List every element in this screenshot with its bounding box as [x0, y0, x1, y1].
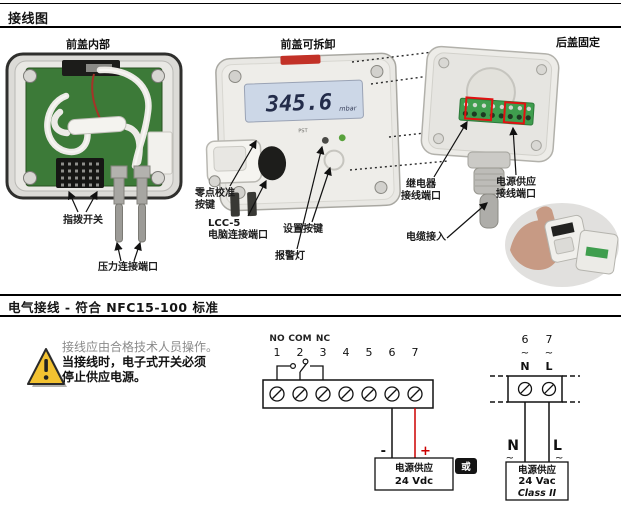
power-led	[338, 134, 346, 142]
rule-under-title2	[0, 315, 621, 317]
photo-back-cover	[420, 45, 560, 163]
plus-sign: +	[420, 444, 431, 459]
svg-text:3: 3	[320, 346, 327, 359]
ac-supply-voltage: 24 Vac	[518, 476, 555, 487]
top-border	[0, 3, 621, 4]
section-title-electrical: 电气接线 - 符合 NFC15-100 标准	[8, 300, 219, 315]
ac-terminal-6: 6	[522, 333, 529, 346]
corner-screws	[23, 69, 165, 185]
ac-terminal-7: 7	[546, 333, 553, 346]
svg-text:或: 或	[461, 461, 471, 473]
relay-nc-label: NC	[316, 334, 331, 344]
neutral-label-small: N	[520, 360, 529, 373]
photo-title-front-inside: 前盖内部	[66, 38, 110, 51]
photo-front-cover-removable: 345.6 mbar PST	[205, 52, 401, 217]
alarm-led	[321, 137, 329, 144]
rule-under-title1	[0, 26, 621, 28]
relay-terminals-highlight	[463, 96, 494, 122]
ac-supply-box	[505, 461, 569, 501]
pressure-port-fittings	[110, 165, 151, 243]
label-zero-button: 零点校准 按键	[195, 188, 235, 211]
screw-terminals	[269, 386, 423, 402]
terminal-strip	[262, 379, 434, 409]
terminal-numbers: 1 2 3 4 5 6 7	[274, 346, 419, 359]
svg-text:4: 4	[343, 346, 350, 359]
dc-supply-box	[374, 457, 454, 491]
lcd-display	[243, 79, 364, 123]
power-terminals-highlight	[502, 101, 527, 125]
label-relay-port: 继电器 接线端口	[401, 179, 441, 202]
brand-text: PST	[298, 128, 308, 134]
minus-sign: -	[381, 444, 386, 459]
ac-wiring-diagram: 6 7 ~ ~ N L N ~ L ~ 电源供应 24 Vac Clas	[490, 333, 580, 501]
relay-no-label: NO	[269, 334, 285, 344]
middle-photo-arrows	[229, 139, 332, 250]
label-lcc5-port: LCC-5 电脑连接端口	[208, 218, 268, 241]
ac-terminal-strip	[507, 375, 563, 403]
label-alarm-light: 报警灯	[275, 251, 305, 262]
lcc5-port	[258, 146, 287, 181]
relay-contact-symbol	[276, 362, 324, 380]
ac-supply-class: Class II	[518, 488, 557, 499]
terminal-block	[458, 97, 535, 126]
warning-line-3: 停止供应电源。	[62, 370, 147, 384]
lcd-value: 345.6	[264, 90, 332, 117]
right-photo-arrows	[433, 120, 518, 239]
photo-title-back-fixed: 后盖固定	[556, 36, 600, 49]
svg-text:6: 6	[389, 346, 396, 359]
label-cable-entry: 电缆接入	[406, 232, 446, 243]
rule-above-title2	[0, 294, 621, 296]
photo-mounting-hands	[505, 203, 619, 287]
svg-text:1: 1	[274, 346, 281, 359]
warning-line-1: 接线应由合格技术人员操作。	[62, 340, 219, 354]
svg-text:5: 5	[366, 346, 373, 359]
warning-line-2: 当接线时，电子式开关必须	[62, 355, 207, 369]
relay-wiring-diagram: NO COM NC 1 2 3 4 5 6 7	[262, 334, 454, 491]
photo-title-front-removable: 前盖可拆卸	[280, 38, 336, 51]
cable-gland	[467, 151, 511, 229]
left-photo-arrows	[68, 190, 142, 262]
section-title-wiring: 接线图	[8, 12, 49, 27]
svg-text:~: ~	[521, 348, 529, 359]
dc-supply-label: 电源供应	[395, 462, 434, 474]
svg-text:2: 2	[297, 346, 304, 359]
label-dip-switch: 指拨开关	[63, 215, 103, 226]
or-badge: 或	[455, 458, 477, 474]
lcd-unit: mbar	[339, 104, 358, 113]
warning-icon	[27, 348, 67, 387]
label-pressure-ports: 压力连接端口	[98, 262, 158, 273]
neutral-label-big: N	[507, 438, 519, 454]
line-label-big: L	[553, 438, 562, 454]
svg-text:~: ~	[545, 348, 553, 359]
svg-text:~: ~	[555, 453, 563, 464]
set-button-circle	[323, 149, 345, 171]
red-label-strip	[280, 54, 321, 65]
ac-supply-label: 电源供应	[518, 464, 557, 476]
label-set-button: 设置按键	[283, 224, 323, 235]
dc-supply-voltage: 24 Vdc	[395, 476, 433, 487]
label-power-port: 电源供应 接线端口	[496, 177, 536, 200]
line-label-small: L	[545, 360, 552, 373]
svg-text:7: 7	[412, 346, 419, 359]
relay-com-label: COM	[288, 334, 311, 344]
svg-text:~: ~	[506, 453, 514, 464]
photo-front-cover-inside	[5, 52, 183, 243]
